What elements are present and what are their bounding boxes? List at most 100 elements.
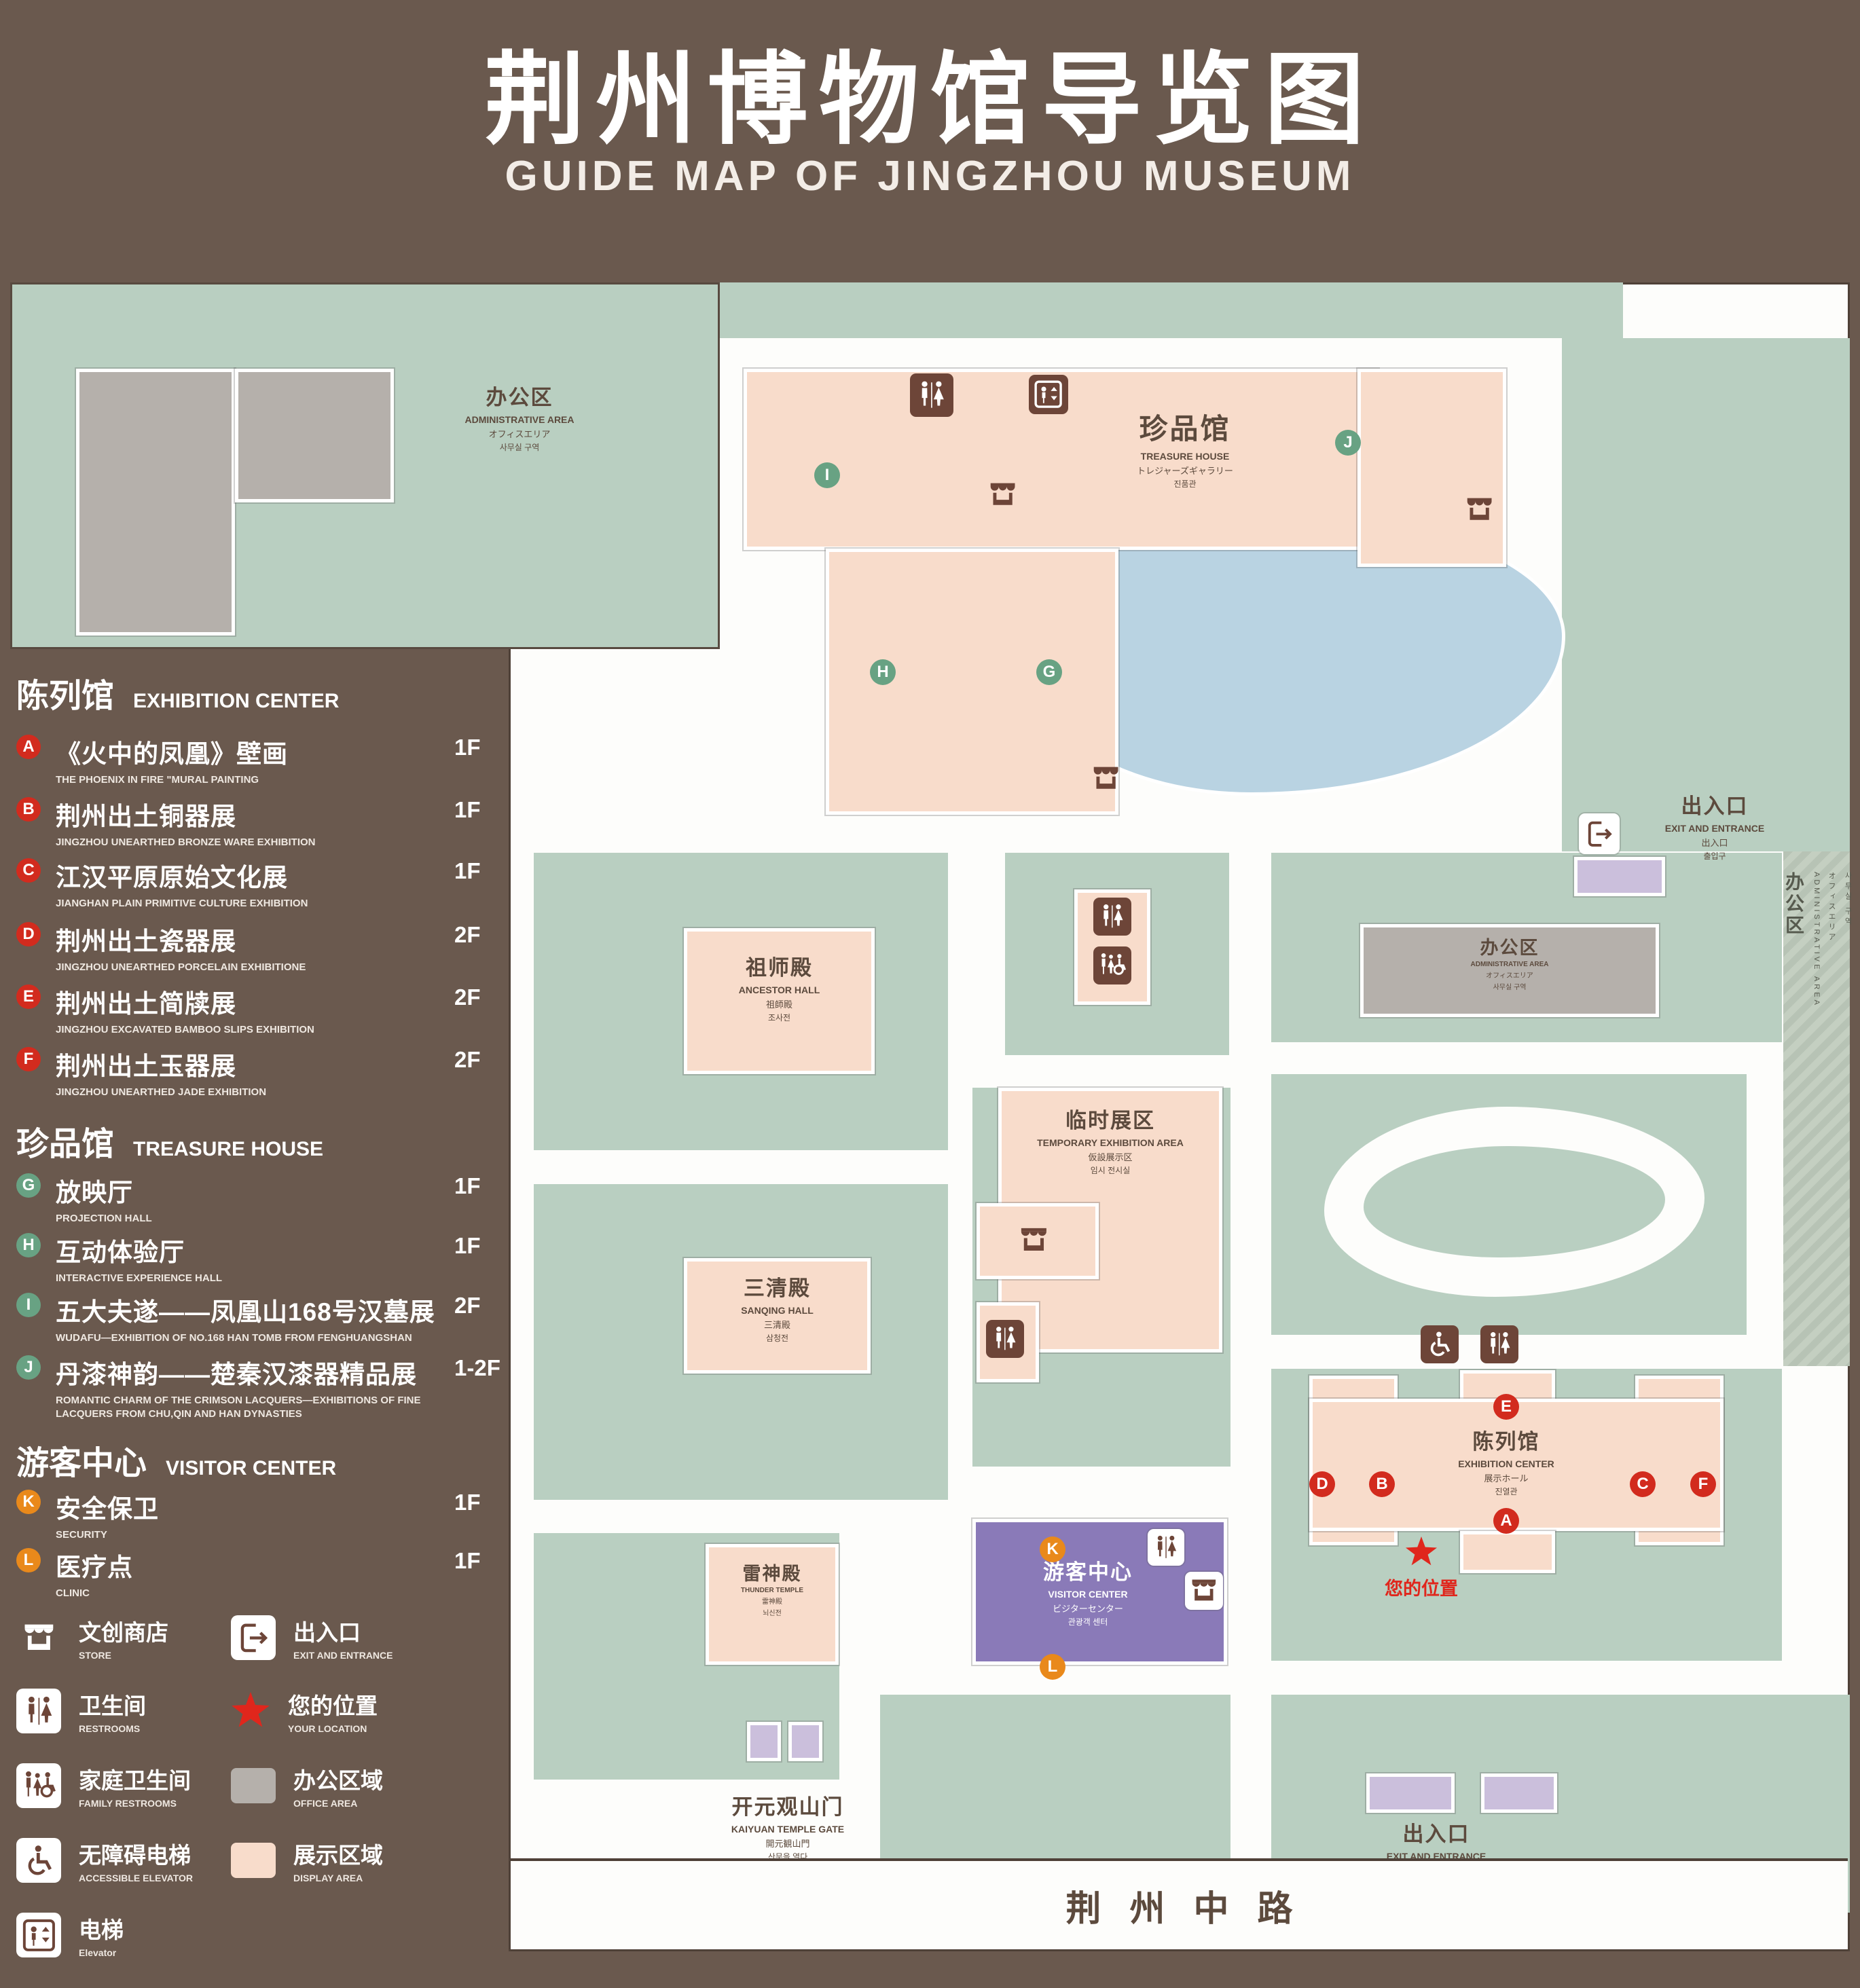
- symbol-zh: 展示区域: [293, 1843, 383, 1868]
- exit-bottom-building-b: [1481, 1773, 1557, 1813]
- sanqing-hall-label: 三清殿 SANQING HALL 三清殿 삼청전: [741, 1276, 814, 1343]
- section-title-en: EXHIBITION CENTER: [133, 690, 340, 712]
- restroom-icon: [1148, 1529, 1184, 1566]
- map-marker-c: C: [1630, 1471, 1656, 1497]
- symbol-en: EXIT AND ENTRANCE: [293, 1650, 393, 1661]
- store-icon: [1087, 759, 1126, 798]
- symbol-zh: 家庭卫生间: [79, 1768, 191, 1793]
- road: 荆州中路: [511, 1858, 1848, 1949]
- item-title: 五大夫遂——凤凰山168号汉墓展: [56, 1298, 435, 1326]
- restroom-icon: [16, 1689, 61, 1733]
- symbol-zh: 出入口: [293, 1620, 361, 1645]
- section-title-zh: 陈列馆: [16, 678, 115, 714]
- treasure-house-south-wing: [826, 549, 1118, 815]
- marker-badge-h: H: [16, 1233, 41, 1257]
- item-subtitle: PROJECTION HALL: [56, 1213, 152, 1224]
- item-subtitle: INTERACTIVE EXPERIENCE HALL: [56, 1272, 223, 1284]
- admin-right-zh: 办公区: [1783, 872, 1804, 937]
- symbol-zh: 无障碍电梯: [79, 1843, 191, 1868]
- elevator-icon: [1029, 375, 1068, 414]
- legend-item-d: D 荆州出土瓷器展 2F JINGZHOU UNEARTHED PORCELAI…: [16, 921, 512, 974]
- admin-mid-label: 办公区 ADMINISTRATIVE AREA オフィスエリア 사무실 구역: [1470, 938, 1549, 991]
- legend-symbol-location: 您的位置 YOUR LOCATION: [231, 1688, 378, 1734]
- restroom-icon: [1093, 898, 1131, 936]
- marker-badge-i: I: [16, 1293, 41, 1317]
- admin-top-building-b: [235, 369, 394, 502]
- marker-badge-l: L: [16, 1548, 41, 1572]
- marker-badge-d: D: [16, 922, 41, 946]
- legend-item-l: L 医疗点 1F CLINIC: [16, 1547, 512, 1600]
- restroom-icon: [1480, 1325, 1518, 1363]
- symbol-en: FAMILY RESTROOMS: [79, 1798, 177, 1809]
- accessible-elevator-icon: [1421, 1325, 1459, 1363]
- store-icon: [1013, 1219, 1054, 1260]
- legend-item-f: F 荆州出土玉器展 2F JINGZHOU UNEARTHED JADE EXH…: [16, 1046, 512, 1099]
- legend-symbol-exit: 出入口 EXIT AND ENTRANCE: [231, 1615, 393, 1661]
- symbol-en: Elevator: [79, 1947, 117, 1958]
- visitor-center-label: 游客中心 VISITOR CENTER ビジターセンター 관광객 센터: [1043, 1560, 1133, 1627]
- legend-item-g: G 放映厅 1F PROJECTION HALL: [16, 1172, 512, 1226]
- section-title-zh: 游客中心: [16, 1446, 147, 1481]
- symbol-en: OFFICE AREA: [293, 1798, 358, 1809]
- admin-top-building-a: [76, 369, 235, 636]
- item-floor: 2F: [454, 984, 481, 1010]
- temporary-exhibition-label: 临时展区 TEMPORARY EXHIBITION AREA 仮設展示区 임시 …: [1037, 1109, 1184, 1175]
- marker-badge-a: A: [16, 735, 41, 759]
- garden-island: [1364, 1146, 1665, 1257]
- symbol-zh: 您的位置: [288, 1693, 378, 1718]
- legend-item-h: H 互动体验厅 1F INTERACTIVE EXPERIENCE HALL: [16, 1232, 512, 1285]
- map-marker-f: F: [1690, 1471, 1716, 1497]
- legend-item-k: K 安全保卫 1F SECURITY: [16, 1488, 512, 1542]
- legend-item-a: A 《火中的凤凰》壁画 1F THE PHOENIX IN FIRE "MURA…: [16, 733, 512, 787]
- ancestor-hall-label: 祖师殿 ANCESTOR HALL 祖師殿 조사전: [738, 956, 820, 1023]
- item-title: 荆州出土玉器展: [56, 1052, 236, 1080]
- gate-building-b: [788, 1722, 822, 1761]
- elevator-icon: [16, 1913, 61, 1957]
- map-marker-g: G: [1036, 659, 1062, 685]
- exit-icon: [1579, 813, 1620, 854]
- exit-top-building: [1574, 857, 1665, 896]
- item-floor: 1F: [454, 1548, 481, 1573]
- item-subtitle: SECURITY: [56, 1529, 107, 1541]
- symbol-en: YOUR LOCATION: [288, 1723, 367, 1734]
- legend-symbol-display-area: 展示区域 DISPLAY AREA: [231, 1837, 383, 1883]
- map-marker-a: A: [1493, 1508, 1519, 1534]
- item-subtitle: JINGZHOU UNEARTHED PORCELAIN EXHIBITIONE: [56, 961, 306, 973]
- item-title: 医疗点: [56, 1553, 133, 1581]
- map-marker-h: H: [870, 659, 896, 685]
- legend-section-treasure: 珍品馆 TREASURE HOUSE: [16, 1117, 323, 1164]
- item-title: 互动体验厅: [56, 1238, 185, 1266]
- admin-right-ja: オフィスエリア: [1827, 872, 1836, 943]
- office-area-swatch: [231, 1768, 276, 1803]
- legend-item-e: E 荆州出土简牍展 2F JINGZHOU EXCAVATED BAMBOO S…: [16, 983, 512, 1037]
- item-subtitle: CLINIC: [56, 1587, 90, 1599]
- item-subtitle: WUDAFU—EXHIBITION OF NO.168 HAN TOMB FRO…: [56, 1332, 412, 1344]
- symbol-zh: 电梯: [79, 1917, 124, 1943]
- marker-badge-c: C: [16, 858, 41, 883]
- exhibition-main-building: [1309, 1399, 1724, 1531]
- map-marker-k: K: [1040, 1536, 1065, 1562]
- marker-badge-j: J: [16, 1355, 41, 1380]
- symbol-en: RESTROOMS: [79, 1723, 141, 1734]
- item-subtitle: JIANGHAN PLAIN PRIMITIVE CULTURE EXHIBIT…: [56, 898, 308, 909]
- sanqing-hall-building: [684, 1258, 871, 1374]
- display-area-swatch: [231, 1843, 276, 1878]
- thunder-temple-building: [706, 1544, 839, 1665]
- legend-item-i: I 五大夫遂——凤凰山168号汉墓展 2F WUDAFU—EXHIBITION …: [16, 1291, 512, 1345]
- admin-right-ko: 사무실 구역: [1844, 872, 1852, 928]
- thunder-temple-label: 雷神殿 THUNDER TEMPLE 雷神殿 뇌신전: [740, 1564, 804, 1617]
- item-floor: 2F: [454, 1047, 481, 1072]
- legend-item-c: C 江汉平原原始文化展 1F JIANGHAN PLAIN PRIMITIVE …: [16, 857, 512, 910]
- accessible-elevator-icon: [16, 1838, 61, 1883]
- symbol-en: STORE: [79, 1650, 111, 1661]
- legend-item-b: B 荆州出土铜器展 1F JINGZHOU UNEARTHED BRONZE W…: [16, 796, 512, 849]
- marker-badge-b: B: [16, 797, 41, 822]
- item-subtitle: JINGZHOU UNEARTHED BRONZE WARE EXHIBITIO…: [56, 836, 316, 848]
- garden-path-loop: [1324, 1107, 1704, 1297]
- admin-right-strip: 办公区 ADMINISTRATIVE AREA オフィスエリア 사무실 구역: [1783, 851, 1852, 1366]
- symbol-en: DISPLAY AREA: [293, 1873, 363, 1883]
